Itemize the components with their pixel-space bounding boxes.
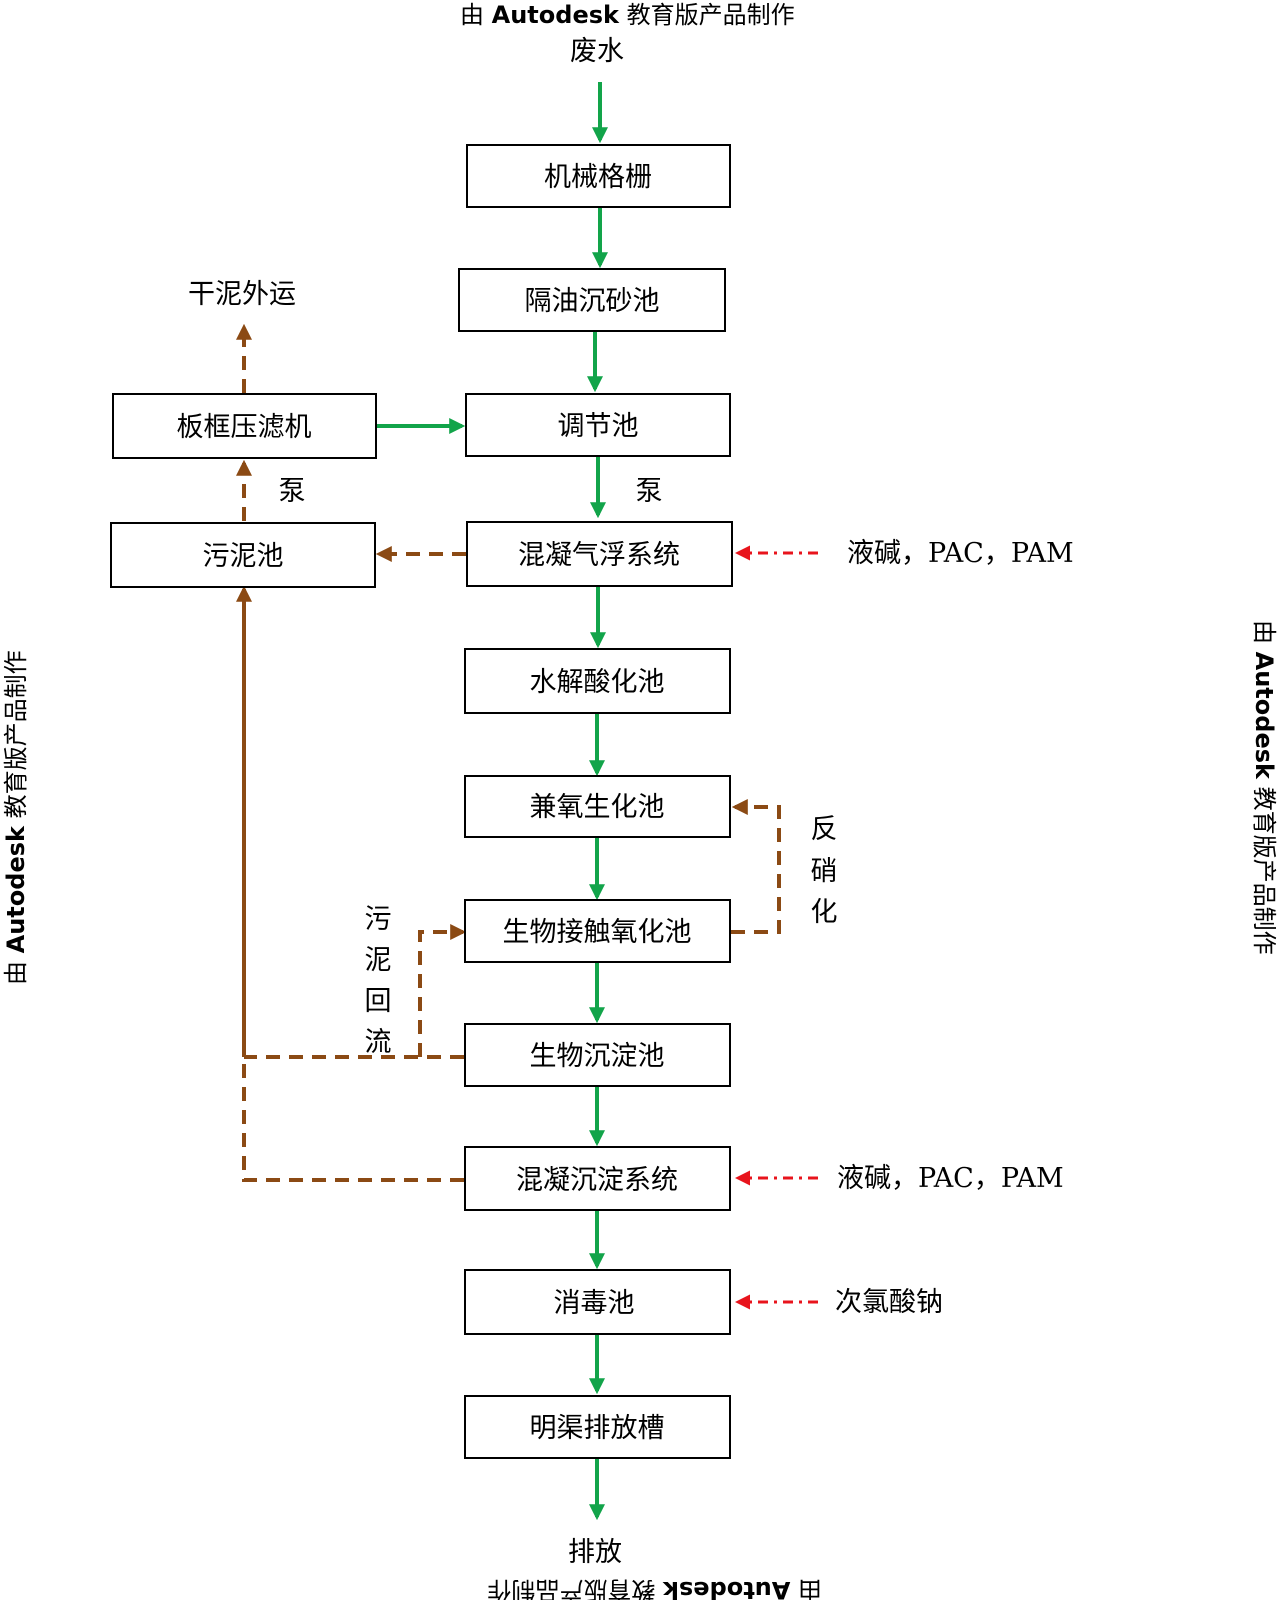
- sludge-line-from-coagsed: [242, 1057, 464, 1182]
- box-disinfection-label: 消毒池: [554, 1288, 635, 1319]
- box-bio-sedimentation: 生物沉淀池: [464, 1023, 731, 1087]
- box-contact-oxidation-label: 生物接触氧化池: [503, 917, 692, 948]
- box-coag-sedimentation-label: 混凝沉淀系统: [516, 1165, 678, 1196]
- pump-label-left: 泵: [279, 476, 306, 507]
- denitrification-char: 硝: [811, 856, 838, 887]
- sludge-return-char: 流: [365, 1027, 392, 1058]
- box-equalization: 调节池: [465, 393, 731, 457]
- box-discharge-channel-label: 明渠排放槽: [530, 1413, 665, 1444]
- dry-sludge-label: 干泥外运: [188, 279, 296, 310]
- box-grille-label: 机械格栅: [544, 162, 652, 193]
- box-bio-sedimentation-label: 生物沉淀池: [530, 1041, 665, 1072]
- dosing-label-coagsed: 液碱，PAC，PAM: [837, 1163, 1064, 1194]
- box-flotation-label: 混凝气浮系统: [518, 540, 680, 571]
- denitrification-char: 化: [811, 897, 838, 928]
- box-coag-sedimentation: 混凝沉淀系统: [464, 1146, 731, 1211]
- box-discharge-channel: 明渠排放槽: [464, 1395, 731, 1459]
- box-contact-oxidation: 生物接触氧化池: [464, 899, 731, 963]
- sludge-return-char: 回: [365, 986, 392, 1017]
- denitrification-char: 反: [811, 814, 838, 845]
- box-filter-press-label: 板框压滤机: [177, 412, 312, 443]
- input-label: 废水: [570, 36, 624, 67]
- watermark-left: 由 Autodesk 教育版产品制作: [2, 650, 30, 985]
- output-label: 排放: [568, 1537, 622, 1568]
- denitrification-return: [731, 799, 781, 934]
- box-filter-press: 板框压滤机: [112, 393, 377, 459]
- denitrification-label: 反 硝 化: [811, 814, 838, 928]
- dosing-label-flotation: 液碱，PAC，PAM: [847, 538, 1074, 569]
- box-hydrolysis-label: 水解酸化池: [530, 667, 665, 698]
- box-grit-label: 隔油沉砂池: [525, 286, 660, 317]
- watermark-right: 由 Autodesk 教育版产品制作: [1250, 620, 1278, 955]
- box-disinfection: 消毒池: [464, 1269, 731, 1335]
- sludge-return-label: 污 泥 回 流: [365, 904, 392, 1058]
- sludge-return-char: 泥: [365, 945, 392, 976]
- dosing-label-disinfection: 次氯酸钠: [835, 1287, 943, 1318]
- box-flotation: 混凝气浮系统: [466, 521, 733, 587]
- sludge-return-to-contact: [418, 924, 467, 1057]
- watermark-top: 由 Autodesk 教育版产品制作: [460, 1, 795, 29]
- box-sludge-tank: 污泥池: [110, 522, 376, 588]
- box-hydrolysis: 水解酸化池: [464, 648, 731, 714]
- box-anoxic-label: 兼氧生化池: [530, 792, 665, 823]
- pump-label-right: 泵: [636, 476, 663, 507]
- box-grit: 隔油沉砂池: [458, 268, 726, 332]
- box-grille: 机械格栅: [466, 144, 731, 208]
- box-equalization-label: 调节池: [558, 411, 639, 442]
- box-sludge-tank-label: 污泥池: [203, 541, 284, 572]
- sludge-return-char: 污: [365, 904, 392, 935]
- watermark-bottom: 由 Autodesk 教育版产品制作: [487, 1576, 822, 1600]
- box-anoxic: 兼氧生化池: [464, 775, 731, 838]
